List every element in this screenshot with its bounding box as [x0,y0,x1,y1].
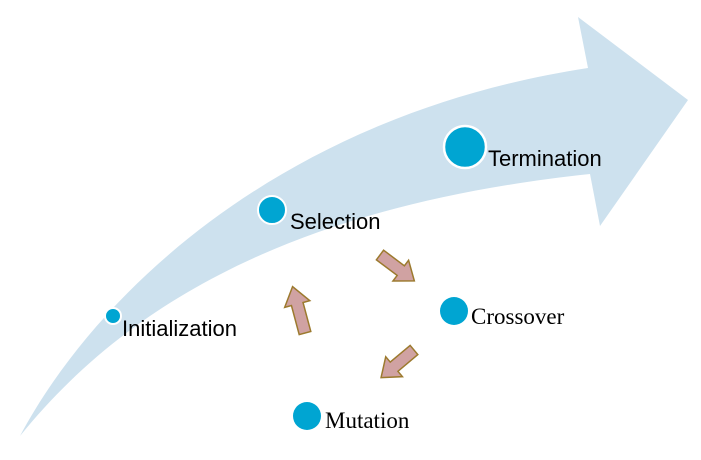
mutation-to-selection-arrow [283,285,312,336]
termination-node [442,124,488,170]
crossover-label: Crossover [471,304,565,329]
selection-to-crossover-arrow [375,249,416,282]
selection-label: Selection [290,209,381,234]
crossover-to-mutation-arrow [380,344,419,379]
crossover-node [440,297,468,325]
progress-arrow [20,17,688,436]
initialization-node [104,307,122,325]
mutation-label: Mutation [325,408,410,433]
selection-node [257,195,287,225]
initialization-label: Initialization [122,316,237,341]
mutation-node [293,402,321,430]
termination-label: Termination [488,146,602,171]
